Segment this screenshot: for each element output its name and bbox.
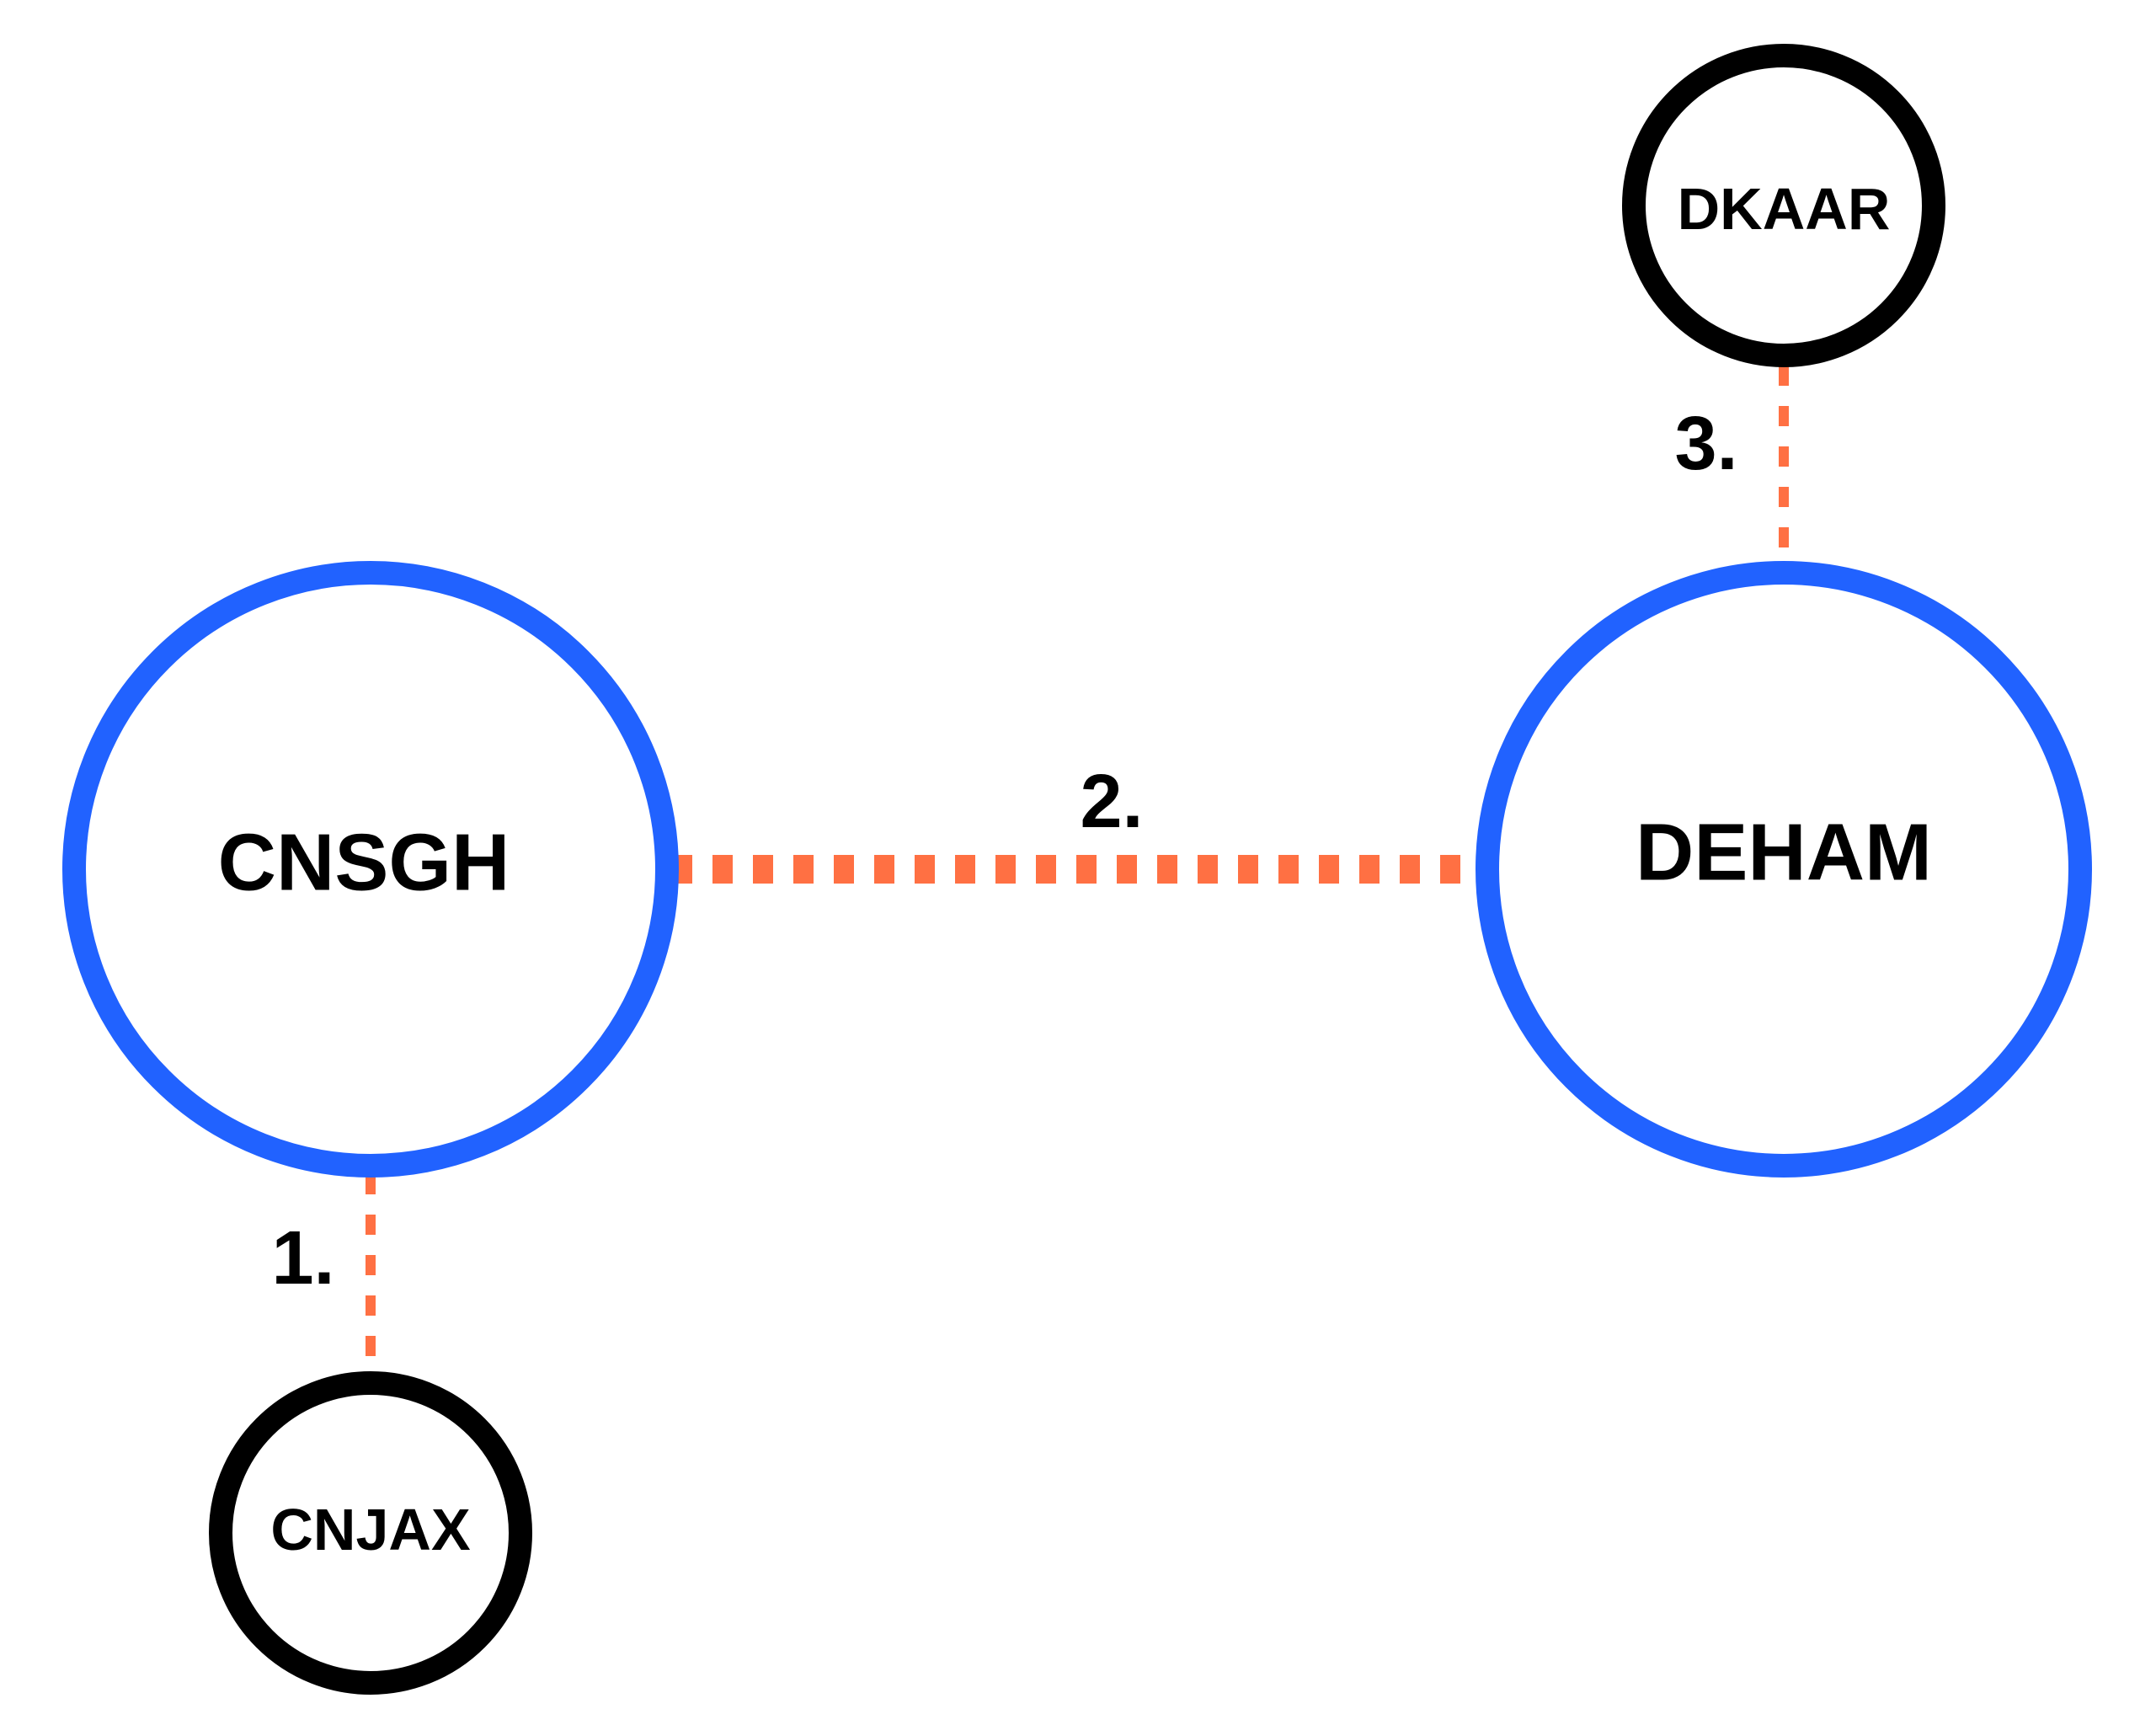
node-label-cnjax: CNJAX [270,1497,471,1562]
step-label-1: 1. [271,1216,334,1300]
node-circle-cnjax [209,1371,532,1695]
step-label-3: 3. [1674,402,1737,486]
node-label-deham: DEHAM [1636,808,1932,898]
node-circle-deham [1476,561,2092,1178]
node-circle-dkaar [1622,44,1945,367]
node-cnjax: CNJAX [209,1371,532,1695]
node-dkaar: DKAAR [1622,44,1945,367]
edge-cnsgh-deham: 2. [672,760,1482,884]
node-circle-cnsgh [62,561,679,1178]
node-cnsgh: CNSGH [62,561,679,1178]
edge-deham-dkaar: 3. [1674,366,1789,564]
node-deham: DEHAM [1476,561,2092,1178]
edge-cnsgh-cnjax: 1. [271,1174,376,1365]
node-label-cnsgh: CNSGH [218,818,510,908]
step-label-2: 2. [1080,760,1143,844]
node-label-dkaar: DKAAR [1678,176,1891,242]
